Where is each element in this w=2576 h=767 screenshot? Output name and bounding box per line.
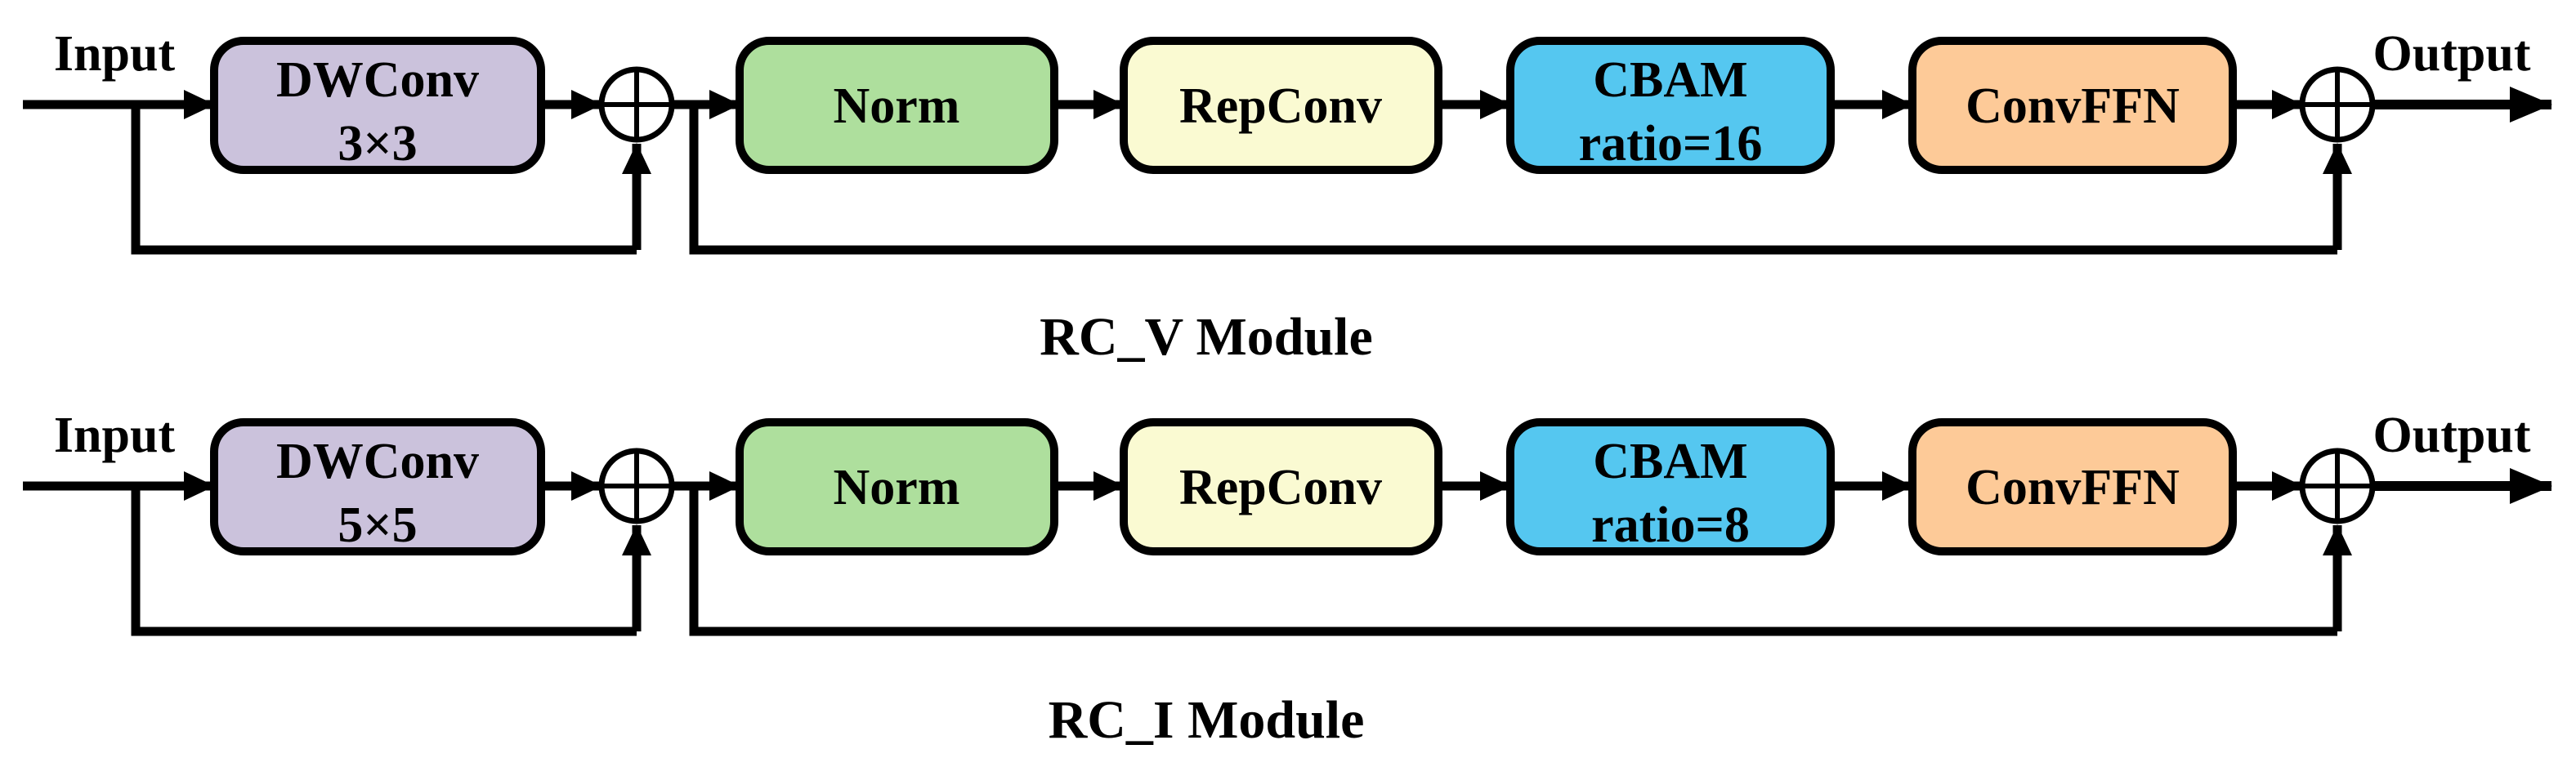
rci-cbam-label-line2: ratio=8 (1591, 497, 1750, 553)
rcv-module-group: Input DWConv 3×3 Norm RepConv CBAM ratio… (23, 26, 2552, 367)
rci-dwconv-label-line2: 5×5 (338, 497, 417, 553)
rcv-cbam-label-line2: ratio=16 (1579, 116, 1763, 172)
rcv-repconv-label: RepConv (1179, 78, 1382, 134)
rci-cbam-label-line1: CBAM (1593, 434, 1747, 489)
rci-skip1-line (131, 486, 637, 636)
rcv-module-title: RC_V Module (1040, 307, 1373, 367)
rcv-dwconv-label-line2: 3×3 (338, 116, 417, 172)
rcv-input-label: Input (54, 26, 176, 82)
rci-module-title: RC_I Module (1049, 690, 1365, 750)
rcv-output-label: Output (2373, 26, 2531, 82)
rcv-dwconv-label-line1: DWConv (276, 52, 479, 108)
rcv-norm-label: Norm (834, 78, 960, 134)
rci-norm-label: Norm (834, 460, 960, 515)
rci-dwconv-label-line1: DWConv (276, 434, 479, 489)
rcv-skip2-line (689, 105, 2337, 255)
rci-module-group: Input DWConv 5×5 Norm RepConv CBAM ratio… (23, 408, 2552, 750)
rci-input-label: Input (54, 408, 176, 463)
rci-output-label: Output (2373, 408, 2531, 463)
rci-skip2-line (689, 486, 2337, 636)
rci-repconv-label: RepConv (1179, 460, 1382, 515)
rcv-convffn-label: ConvFFN (1966, 78, 2180, 134)
rcv-skip1-line (131, 105, 637, 255)
rci-convffn-label: ConvFFN (1966, 460, 2180, 515)
rcv-cbam-label-line1: CBAM (1593, 52, 1747, 108)
